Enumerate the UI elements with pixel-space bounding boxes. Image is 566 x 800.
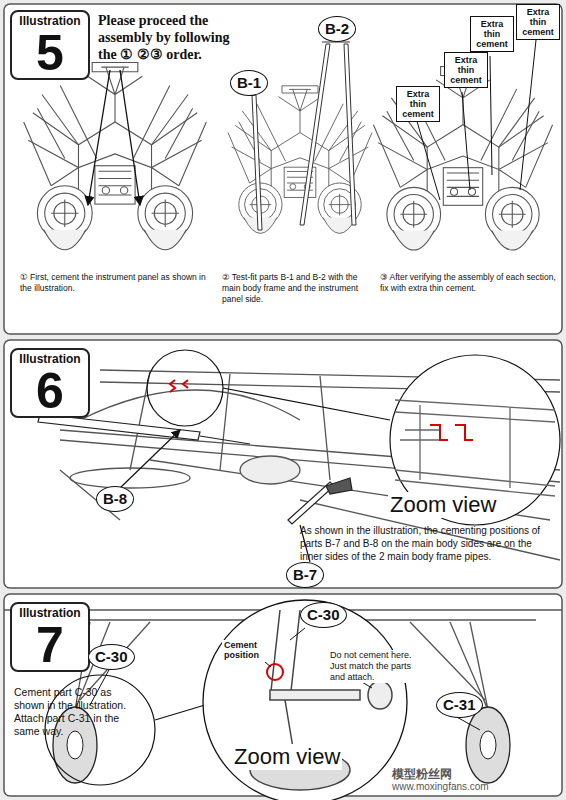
note-text: As shown in the illustration, the cement… <box>300 524 556 563</box>
part-callout: C-30 <box>300 602 347 628</box>
illustration-number: 7 <box>14 620 86 670</box>
node-label: Extra thin cement <box>399 89 437 119</box>
illustration-number: 5 <box>14 28 86 78</box>
cement-note-box: Extra thin cement <box>516 4 560 40</box>
part-callout: B-8 <box>96 486 134 512</box>
part-callout: C-31 <box>436 692 483 718</box>
illustration-box: Illustration6 <box>10 348 90 418</box>
cement-position-label: Cement position <box>222 640 274 660</box>
zoom-label: Zoom view <box>388 492 498 518</box>
part-callout: C-30 <box>88 644 135 670</box>
node-label: B-2 <box>325 20 349 38</box>
step-caption: ② Test-fit parts B-1 and B-2 with the ma… <box>222 272 374 305</box>
step-caption: ① First, cement the instrument panel as … <box>20 272 215 294</box>
illustration-box: Illustration5 <box>10 10 90 80</box>
watermark: 模型粉丝网 <box>392 766 452 783</box>
node-label: Extra thin cement <box>519 7 557 37</box>
part-callout: B-7 <box>286 562 324 588</box>
cement-note-box: Extra thin cement <box>444 52 488 88</box>
step-caption: ③ After verifying the assembly of each s… <box>380 272 556 294</box>
note-text: Do not cement here. Just match the parts… <box>328 650 420 683</box>
illustration-box: Illustration7 <box>10 602 90 672</box>
node-label: B-1 <box>237 74 261 92</box>
node-label: C-30 <box>307 606 340 624</box>
node-label: Extra thin cement <box>447 55 485 85</box>
node-label: B-8 <box>103 490 127 508</box>
cement-note-box: Extra thin cement <box>470 16 514 52</box>
node-label: C-30 <box>95 648 128 666</box>
part-callout: B-2 <box>318 16 356 42</box>
node-label: Extra thin cement <box>473 19 511 49</box>
node-label: C-31 <box>443 696 476 714</box>
node-label: Illustration <box>14 606 86 620</box>
node-label: Illustration <box>14 352 86 366</box>
cement-note-box: Extra thin cement <box>396 86 440 122</box>
part-callout: B-1 <box>230 70 268 96</box>
node-label: Illustration <box>14 14 86 28</box>
illustration-number: 6 <box>14 366 86 416</box>
watermark: www.moxingfans.com <box>392 781 489 792</box>
zoom-label: Zoom view <box>232 744 342 770</box>
node-label: B-7 <box>293 566 317 584</box>
instruction-text: Cement part C-30 as shown in the illustr… <box>14 686 132 738</box>
instruction-heading: Please proceed the assembly by following… <box>98 12 248 63</box>
